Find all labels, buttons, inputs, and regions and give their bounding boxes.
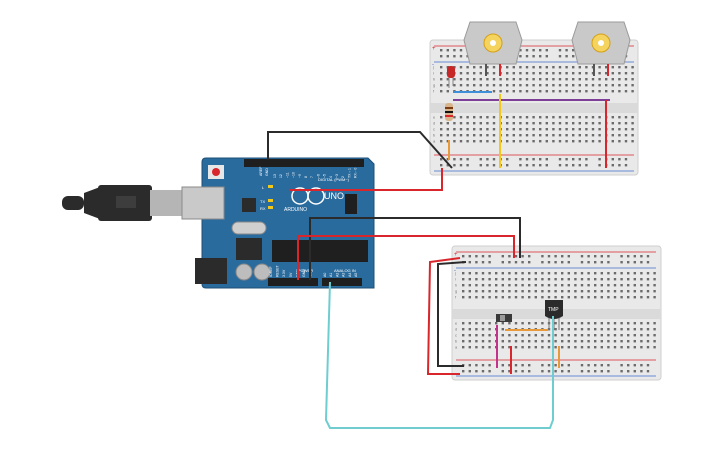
regulator [236, 238, 262, 260]
usb-port [181, 186, 225, 220]
capacitor-1 [235, 263, 253, 281]
row-letter: f [455, 295, 457, 300]
row-letter: j [454, 271, 456, 276]
row-letter: e [455, 321, 458, 326]
aref-label: AREF [259, 167, 263, 176]
bottom-board-wires [496, 325, 560, 374]
sensor-label: TMP [548, 307, 559, 313]
led-label-tx: TX [260, 199, 265, 204]
led-label-l: L [262, 185, 265, 190]
pin-label: 8 [304, 176, 308, 178]
icsp-header [345, 194, 357, 214]
row-letter: h [455, 283, 457, 288]
led-label-rx: RX [260, 206, 266, 211]
pin-label: A1 [329, 273, 333, 277]
usb-cable [62, 185, 184, 221]
arduino-uno-board: ARDUINO UNO DIGITAL (PWM~) ANALOG IN POW… [181, 157, 375, 289]
row-letter: b [455, 339, 458, 344]
usb-chip [242, 198, 256, 212]
row-letter: a [433, 139, 436, 144]
pin-label: 7 [310, 176, 314, 178]
pin-label: ~6 [316, 174, 320, 178]
pin-label: RESET [276, 264, 280, 277]
digital-header-label: DIGITAL (PWM~) [318, 177, 350, 182]
atmega-chip [272, 240, 368, 262]
row-letter: g [455, 289, 457, 294]
row-letter: i [433, 71, 434, 76]
pin-label: ~9 [298, 174, 302, 178]
analog-header [322, 278, 362, 286]
row-letter: b [433, 133, 436, 138]
row-letter: c [433, 127, 435, 132]
wire-black-top [267, 131, 453, 169]
red-led [447, 66, 455, 88]
pin-label: 2 [341, 176, 345, 178]
row-letter: e [433, 115, 436, 120]
row-letter: i [455, 277, 456, 282]
top-minus-label: - [432, 62, 434, 68]
wire-red-bottom [297, 235, 515, 280]
gnd-label: GND [265, 168, 269, 176]
long-wires [267, 131, 554, 429]
pin-label: 12 [279, 174, 283, 178]
pin-label: A3 [342, 273, 346, 277]
row-letter: d [433, 121, 435, 126]
wire-black-bottom [309, 217, 521, 280]
power-header-label: POWER [298, 268, 313, 273]
pin-label: ~3 [335, 174, 339, 178]
wire-red-loop [426, 257, 461, 375]
top-plus-label: + [432, 46, 436, 52]
pin-label: ~5 [323, 174, 327, 178]
bottom-minus-label: - [454, 268, 456, 274]
pin-label: GND [302, 269, 306, 277]
brand-label: ARDUINO [284, 207, 307, 213]
row-letter: f [433, 89, 435, 94]
row-letter: a [455, 345, 458, 350]
pin-label: 3.3V [282, 269, 286, 277]
pin-label: A4 [348, 273, 352, 277]
wire-teal-analog [324, 281, 554, 429]
row-letter: d [455, 327, 457, 332]
crystal [231, 221, 267, 235]
power-jack [195, 258, 227, 284]
pin-label: 4 [329, 176, 333, 178]
pin-label: IOREF [269, 266, 273, 277]
pin-label: A0 [323, 273, 327, 277]
model-label: UNO [324, 191, 344, 201]
row-letter: j [432, 65, 434, 70]
bottom-plus-label: + [454, 252, 458, 258]
pin-label: A2 [335, 273, 339, 277]
analog-header-label: ANALOG IN [334, 268, 356, 273]
slide-switch [496, 314, 512, 322]
power-header [268, 278, 318, 286]
digital-header [244, 159, 364, 167]
row-letter: c [455, 333, 457, 338]
wire-red-top [290, 168, 443, 191]
pin-label: ~11 [285, 172, 289, 178]
row-letter: g [433, 83, 435, 88]
dc-motor-1 [463, 21, 523, 76]
breadboard-top-center-channel [430, 103, 638, 113]
pin-label: RX←0 [354, 168, 358, 178]
capacitor-2 [253, 263, 271, 281]
row-letter: h [433, 77, 435, 82]
pin-label: A5 [354, 273, 358, 277]
resistor [445, 103, 453, 121]
pin-label: 13 [273, 174, 277, 178]
pin-label: ~10 [292, 172, 296, 178]
pin-label: 5V [289, 272, 293, 277]
dc-motor-2 [571, 21, 631, 76]
wire-black-loop [437, 261, 467, 367]
pin-label: TX→1 [347, 168, 351, 178]
top-board-wires [448, 91, 610, 168]
